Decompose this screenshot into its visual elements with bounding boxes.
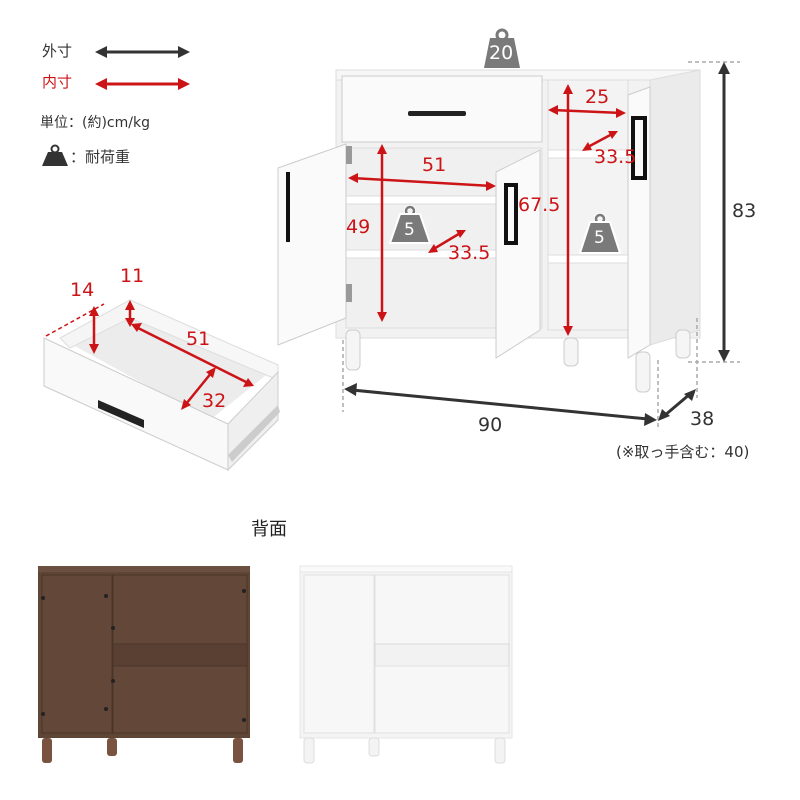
outer-dimension-arrow-icon [95,46,190,58]
outer-width-label: 90 [478,414,503,436]
inner-dimension-label: 内寸 [42,73,73,91]
drawer-inner-height-label: 11 [120,265,145,287]
white-cabinet-back [299,565,513,764]
drawer-inner-depth-label: 32 [202,390,227,412]
brown-cabinet-back [38,566,250,763]
shelf-load-right-value: 5 [594,228,605,248]
inner-depth-left-label: 33.5 [448,242,491,264]
back-view-title: 背面 [251,519,287,540]
top-load-value: 20 [489,42,514,64]
inner-height-right-label: 67.5 [518,194,561,216]
inner-width-left-label: 51 [422,154,447,176]
inner-height-left-label: 49 [346,216,371,238]
depth-note: (※取っ手含む：40) [616,443,750,461]
shelf-load-weight-icon-right [578,213,622,254]
shelf-load-left-value: 5 [404,220,415,240]
inner-width-right-label: 25 [585,86,610,108]
drawer-inner-width-label: 51 [186,328,211,350]
outer-depth-label: 38 [690,408,715,430]
load-capacity-label: ：耐荷重 [70,148,131,166]
outer-height-label: 83 [732,200,757,222]
inner-dimension-arrow-icon [95,78,190,90]
unit-label: 単位：(約)cm/kg [40,115,150,131]
weight-icon [42,144,68,166]
shelf-load-weight-icon-left [388,205,432,244]
top-load-weight-icon [484,28,520,68]
inner-depth-right-label: 33.5 [594,146,637,168]
outer-dimension-label: 外寸 [42,42,73,60]
drawer-outer-height-label: 14 [70,279,95,301]
